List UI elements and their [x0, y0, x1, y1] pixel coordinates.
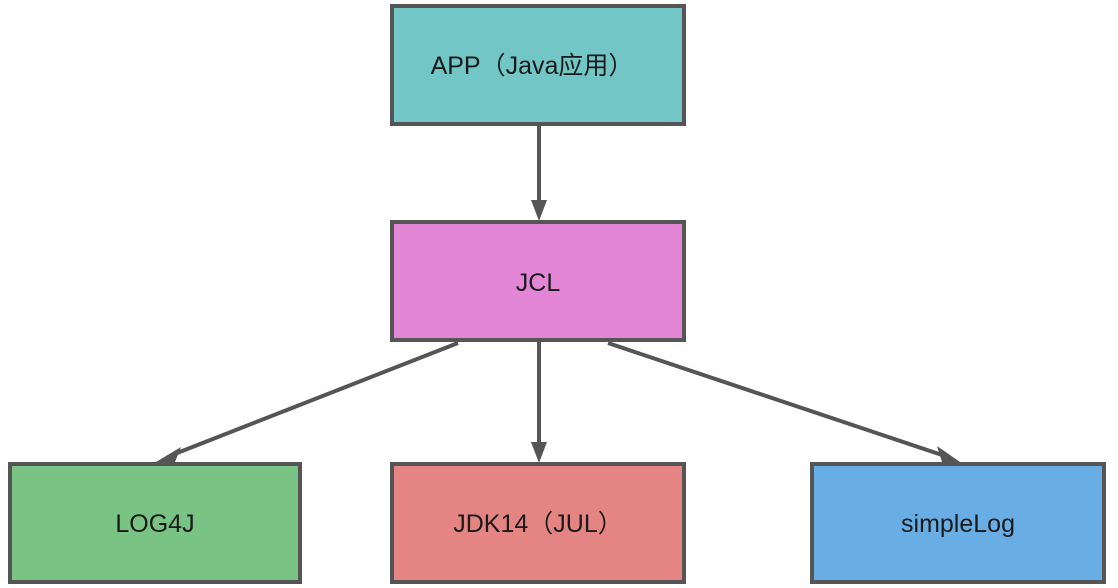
node-log4j-box	[8, 462, 302, 584]
node-jcl-label: JCL	[516, 269, 561, 297]
arrowhead-app-to-jcl	[531, 200, 547, 221]
node-jdk14: JDK14（JUL）	[390, 462, 686, 584]
node-app-box	[390, 4, 686, 126]
arrowhead-jcl-to-jdk14	[531, 442, 547, 463]
edges	[156, 125, 960, 463]
node-app: APP（Java应用）	[390, 4, 686, 126]
node-simplelog-box	[810, 462, 1106, 584]
node-jcl: JCL	[390, 220, 686, 342]
arrowhead-jcl-to-log4j	[156, 447, 181, 462]
node-jcl-box	[390, 220, 686, 342]
edge-jcl-to-simplelog	[607, 341, 943, 457]
node-log4j-label: LOG4J	[115, 510, 194, 538]
node-app-label: APP（Java应用）	[431, 52, 634, 80]
node-jdk14-box	[390, 462, 686, 584]
node-simplelog: simpleLog	[810, 462, 1106, 584]
edge-jcl-to-log4j	[171, 341, 459, 457]
node-log4j: LOG4J	[8, 462, 302, 584]
arrowhead-jcl-to-simplelog	[937, 446, 960, 462]
node-simplelog-label: simpleLog	[901, 510, 1015, 538]
node-jdk14-label: JDK14（JUL）	[453, 510, 623, 538]
